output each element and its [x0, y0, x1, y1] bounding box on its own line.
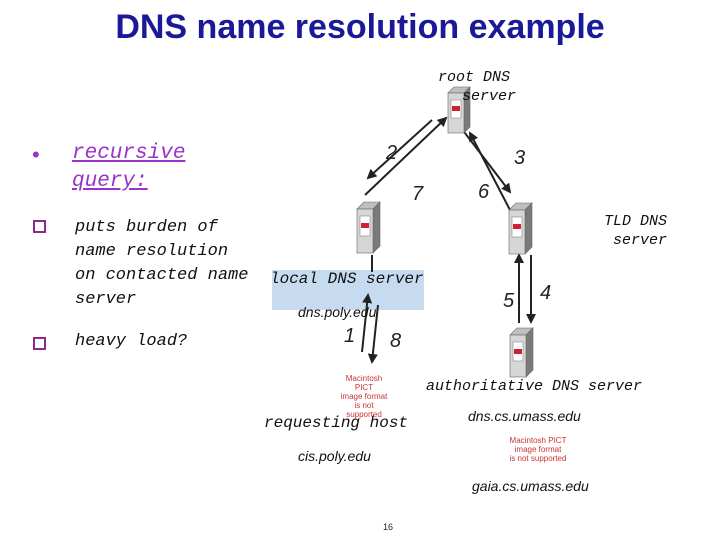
local-server-label: local DNS server — [270, 270, 424, 288]
root-server-label: root DNS server — [438, 69, 517, 105]
requesting-host-name: cis.poly.edu — [298, 448, 371, 464]
heavy-load-text: heavy load? — [75, 332, 188, 351]
requesting-host-image-placeholder: Macintosh PICT image format is not suppo… — [340, 374, 388, 419]
tld-server-label: TLD DNS server — [604, 213, 668, 249]
arrow-7 — [366, 119, 433, 180]
gaia-host-image-placeholder: Macintosh PICT image format is not suppo… — [509, 436, 567, 463]
tld-server-icon — [508, 202, 533, 255]
step-2: 2 — [386, 142, 398, 164]
step-4: 4 — [540, 282, 552, 304]
local-server-icon — [356, 201, 381, 254]
step-3: 3 — [514, 147, 526, 169]
authoritative-server-label: authoritative DNS server — [426, 378, 643, 395]
arrow-6 — [469, 131, 511, 211]
bullet-dot: • — [32, 142, 40, 167]
checkbox-bullet — [33, 220, 46, 233]
burden-text: puts burden of name resolution on contac… — [75, 218, 249, 309]
arrow-8 — [367, 304, 379, 364]
step-7: 7 — [412, 183, 424, 205]
step-6: 6 — [478, 181, 490, 203]
root-server-icon — [447, 86, 471, 134]
slide-title: DNS name resolution example — [115, 8, 605, 46]
gaia-host-name: gaia.cs.umass.edu — [472, 478, 589, 494]
authoritative-server-icon — [509, 327, 534, 378]
checkbox-bullet — [33, 337, 46, 350]
authoritative-server-host: dns.cs.umass.edu — [468, 408, 581, 424]
step-5: 5 — [503, 290, 515, 312]
page-number: 16 — [383, 522, 394, 532]
arrow-1 — [361, 293, 373, 353]
requesting-host-label: requesting host — [264, 414, 409, 432]
step-1: 1 — [344, 325, 356, 347]
local-server-highlight — [272, 270, 424, 310]
local-server-host: dns.poly.edu — [298, 304, 377, 320]
recursive-query-text: recursive query: — [72, 142, 186, 193]
arrow-2 — [364, 116, 448, 196]
step-8: 8 — [390, 330, 402, 352]
